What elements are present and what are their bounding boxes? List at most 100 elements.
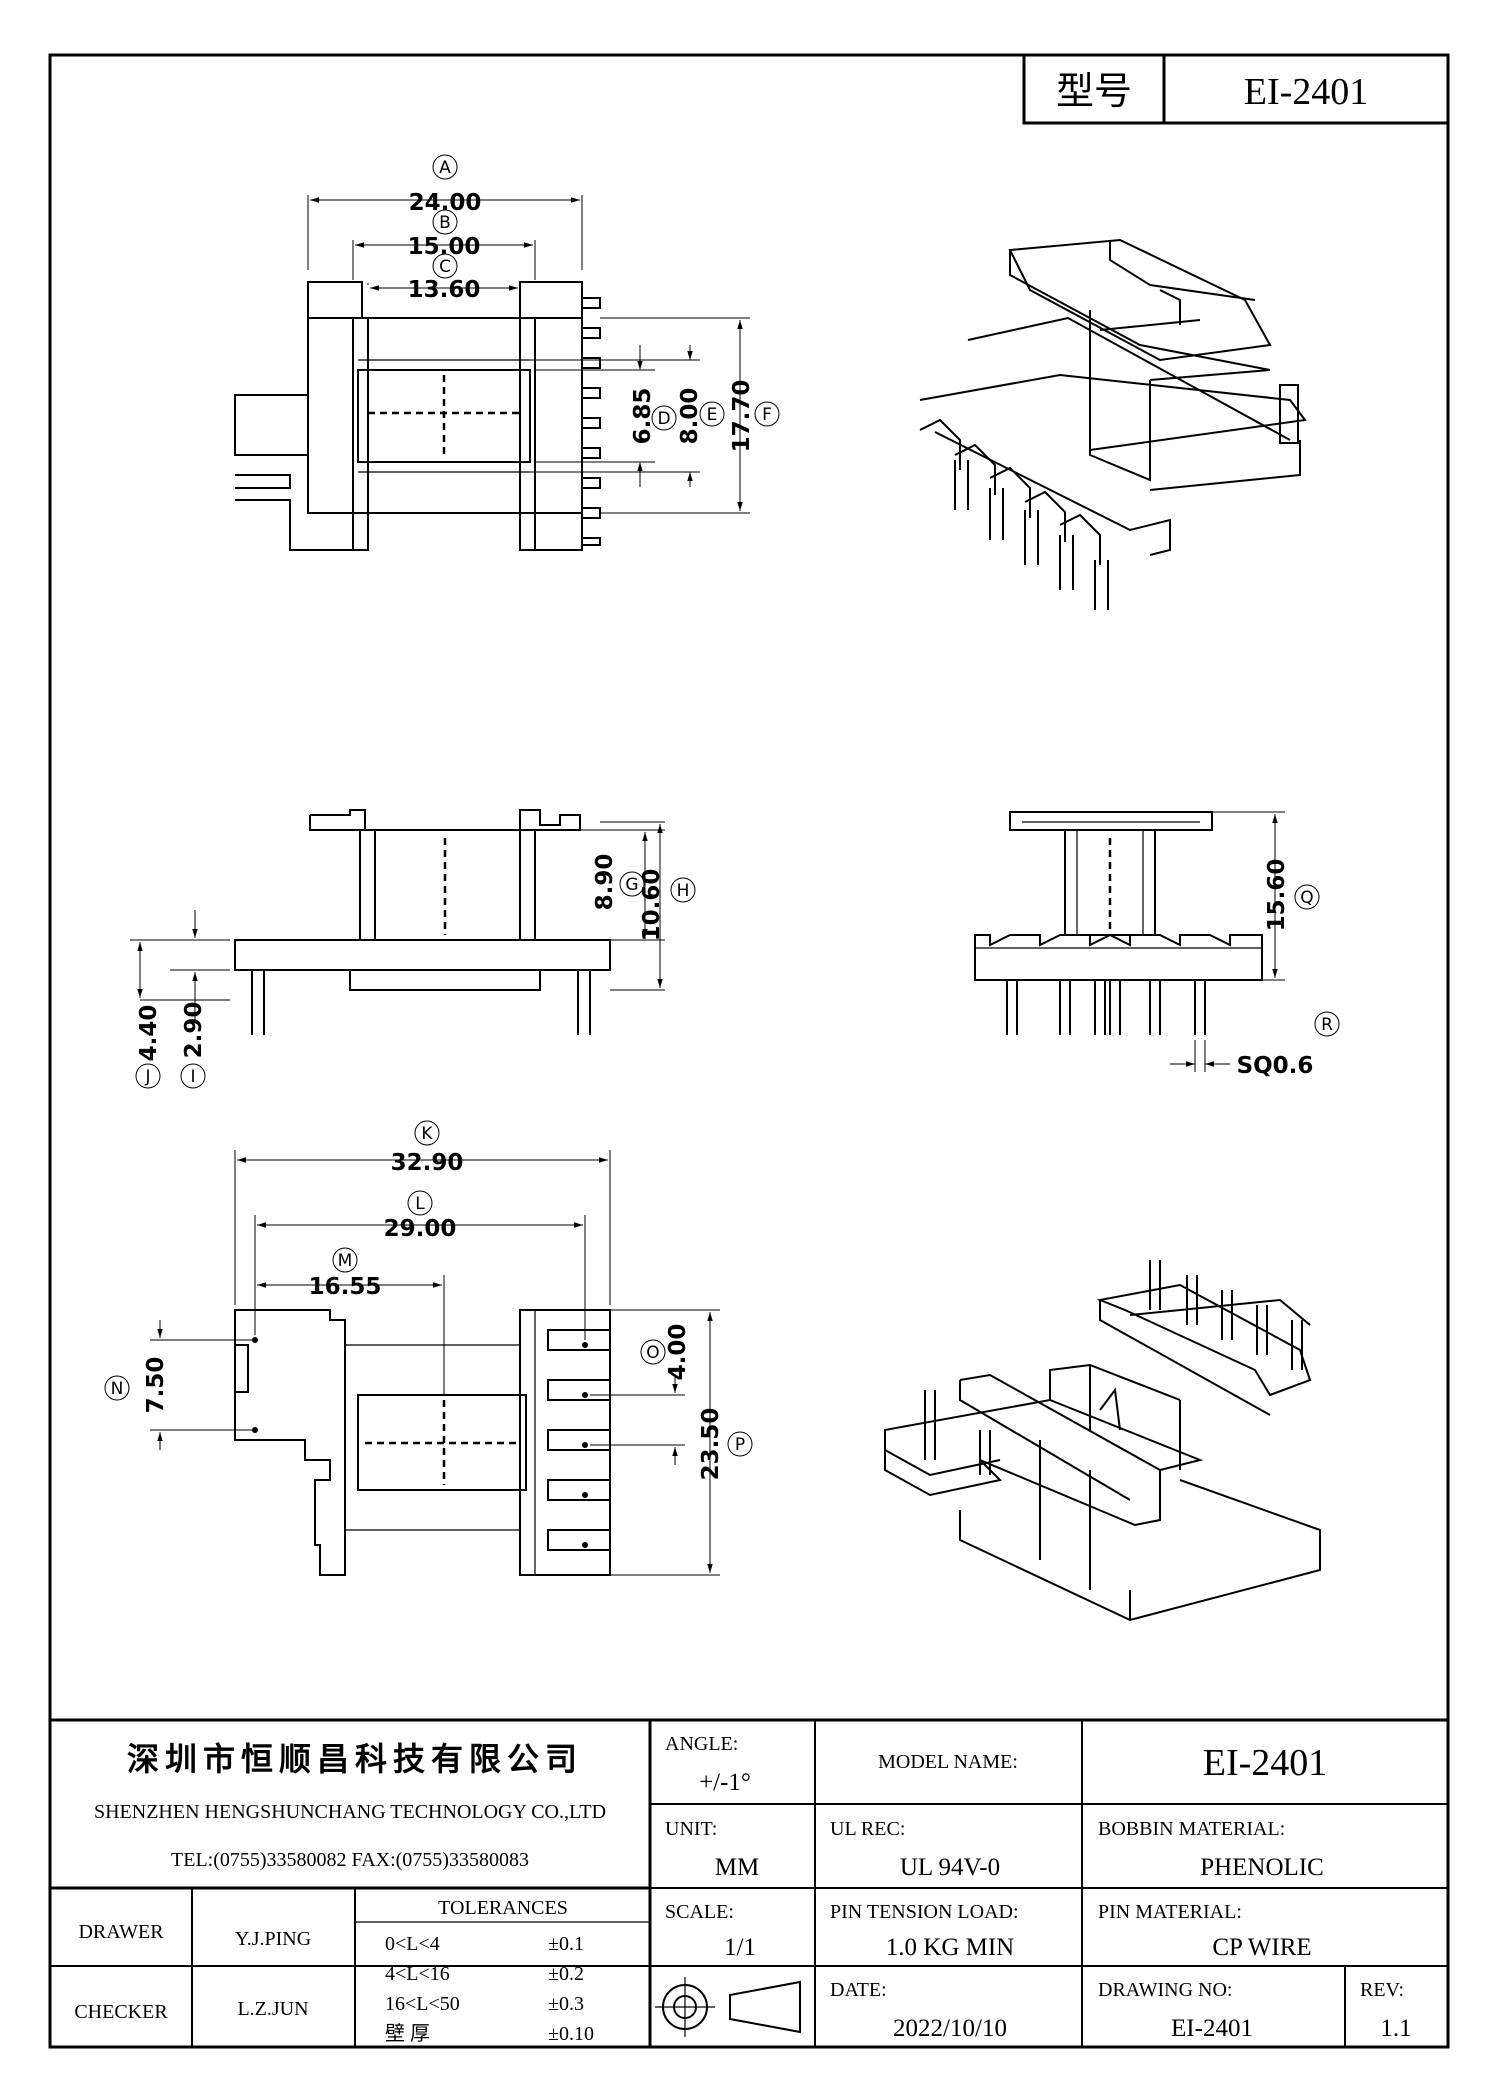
tolerance-value-2: ±0.2 bbox=[548, 1963, 584, 1985]
projection-symbol bbox=[655, 1977, 801, 2037]
drawing-no-label: DRAWING NO: bbox=[1098, 1979, 1233, 2001]
svg-text:2.90: 2.90 bbox=[181, 1002, 207, 1059]
drawer-value: Y.J.PING bbox=[235, 1928, 311, 1950]
dim-g: 8.90 bbox=[592, 854, 618, 911]
tolerance-range-2: 4<L<16 bbox=[385, 1963, 450, 1985]
bobbin-material-value: PHENOLIC bbox=[1200, 1854, 1324, 1881]
angle-value: +/-1° bbox=[699, 1769, 751, 1796]
scale-value: 1/1 bbox=[724, 1934, 756, 1961]
svg-text:B: B bbox=[439, 213, 451, 233]
svg-text:M: M bbox=[338, 1251, 353, 1271]
pin-tension-label: PIN TENSION LOAD: bbox=[830, 1901, 1019, 1923]
date-label: DATE: bbox=[830, 1979, 887, 2001]
front-view bbox=[130, 809, 665, 1035]
dim-p-tag: P bbox=[727, 1431, 753, 1457]
iso-view-bottom bbox=[884, 1260, 1321, 1622]
model-name-label: MODEL NAME: bbox=[878, 1751, 1018, 1773]
tolerance-value-4: ±0.10 bbox=[548, 2023, 594, 2045]
dim-h-tag: H bbox=[670, 877, 696, 903]
dim-r: R SQ0.6 bbox=[1237, 1011, 1340, 1079]
pin-tension-value: 1.0 KG MIN bbox=[886, 1934, 1014, 1961]
model-name-value: EI-2401 bbox=[1203, 1742, 1328, 1784]
ul-rec-value: UL 94V-0 bbox=[900, 1854, 1000, 1881]
svg-text:13.60: 13.60 bbox=[408, 277, 481, 303]
checker-value: L.Z.JUN bbox=[237, 1998, 308, 2020]
svg-text:J: J bbox=[144, 1067, 150, 1087]
svg-text:K: K bbox=[421, 1124, 433, 1144]
dim-g-tag: G bbox=[619, 871, 645, 897]
company-name-cn: 深圳市恒顺昌科技有限公司 bbox=[127, 1740, 583, 1778]
dim-i: 2.90 bbox=[181, 1002, 207, 1059]
tolerance-value-1: ±0.1 bbox=[548, 1933, 584, 1955]
svg-text:16.55: 16.55 bbox=[309, 1274, 382, 1300]
dim-j: 4.40 bbox=[136, 1005, 162, 1062]
tolerance-range-4: 壁 厚 bbox=[385, 2022, 430, 2045]
svg-text:N: N bbox=[111, 1379, 124, 1399]
unit-label: UNIT: bbox=[665, 1818, 717, 1840]
dim-p: 23.50 bbox=[698, 1408, 724, 1481]
company-contact: TEL:(0755)33580082 FAX:(0755)33580083 bbox=[171, 1849, 529, 1871]
svg-text:29.00: 29.00 bbox=[384, 1216, 457, 1242]
svg-text:P: P bbox=[735, 1435, 745, 1455]
dim-m: M 16.55 bbox=[309, 1247, 382, 1300]
angle-label: ANGLE: bbox=[665, 1733, 738, 1755]
svg-text:R: R bbox=[1321, 1015, 1333, 1035]
company-name-en: SHENZHEN HENGSHUNCHANG TECHNOLOGY CO.,LT… bbox=[94, 1801, 606, 1823]
tolerance-range-1: 0<L<4 bbox=[385, 1933, 440, 1955]
dim-o-tag: O bbox=[640, 1339, 666, 1365]
dim-e: 8.00 bbox=[677, 388, 703, 445]
svg-text:O: O bbox=[646, 1343, 659, 1363]
svg-text:8.90: 8.90 bbox=[592, 854, 618, 911]
dim-e-tag: E bbox=[699, 401, 725, 427]
tolerance-range-3: 16<L<50 bbox=[385, 1993, 460, 2015]
side-view bbox=[974, 811, 1285, 1072]
dim-f-tag: F bbox=[754, 401, 780, 427]
iso-view-top bbox=[919, 238, 1307, 610]
dim-k: K 32.90 bbox=[391, 1120, 464, 1176]
svg-text:H: H bbox=[677, 881, 690, 901]
dim-i-tag: I bbox=[180, 1063, 206, 1089]
pin-material-label: PIN MATERIAL: bbox=[1098, 1901, 1242, 1923]
svg-text:15.00: 15.00 bbox=[408, 234, 481, 260]
svg-text:8.00: 8.00 bbox=[677, 388, 703, 445]
svg-text:SQ0.6: SQ0.6 bbox=[1237, 1053, 1314, 1079]
model-header-value: EI-2401 bbox=[1244, 71, 1369, 113]
drawer-label: DRAWER bbox=[78, 1921, 164, 1943]
dim-h: 10.60 bbox=[639, 869, 665, 942]
scale-label: SCALE: bbox=[665, 1901, 734, 1923]
dim-n: 7.50 bbox=[143, 1357, 169, 1414]
bottom-view bbox=[150, 1150, 720, 1576]
unit-value: MM bbox=[715, 1854, 759, 1881]
dim-d-tag: D bbox=[651, 405, 677, 431]
svg-text:32.90: 32.90 bbox=[391, 1150, 464, 1176]
dim-o: 4.00 bbox=[665, 1324, 691, 1381]
dim-a: A 24.00 bbox=[409, 154, 482, 216]
svg-text:L: L bbox=[415, 1194, 425, 1214]
rev-label: REV: bbox=[1360, 1979, 1404, 2001]
svg-text:10.60: 10.60 bbox=[639, 869, 665, 942]
svg-text:I: I bbox=[190, 1067, 195, 1087]
svg-text:D: D bbox=[657, 409, 670, 429]
svg-text:4.00: 4.00 bbox=[665, 1324, 691, 1381]
dim-j-tag: J bbox=[135, 1063, 161, 1089]
dim-c: C 13.60 bbox=[408, 253, 481, 303]
bobbin-material-label: BOBBIN MATERIAL: bbox=[1098, 1818, 1285, 1840]
svg-text:E: E bbox=[707, 405, 718, 425]
svg-text:Q: Q bbox=[1300, 888, 1313, 908]
dim-l: L 29.00 bbox=[384, 1190, 457, 1242]
svg-text:A: A bbox=[439, 158, 451, 178]
svg-text:24.00: 24.00 bbox=[409, 190, 482, 216]
svg-text:17.70: 17.70 bbox=[729, 380, 755, 453]
svg-text:C: C bbox=[439, 257, 451, 277]
top-view bbox=[234, 195, 750, 551]
pin-material-value: CP WIRE bbox=[1212, 1934, 1311, 1961]
dim-n-tag: N bbox=[104, 1375, 130, 1401]
checker-label: CHECKER bbox=[74, 2001, 168, 2023]
dim-q-tag: Q bbox=[1294, 884, 1320, 910]
model-header: 型号 EI-2401 bbox=[1022, 53, 1450, 125]
drawing-no-value: EI-2401 bbox=[1171, 2015, 1253, 2042]
svg-text:4.40: 4.40 bbox=[136, 1005, 162, 1062]
rev-value: 1.1 bbox=[1380, 2015, 1411, 2042]
svg-text:G: G bbox=[625, 875, 638, 895]
dim-q: 15.60 bbox=[1264, 859, 1290, 932]
